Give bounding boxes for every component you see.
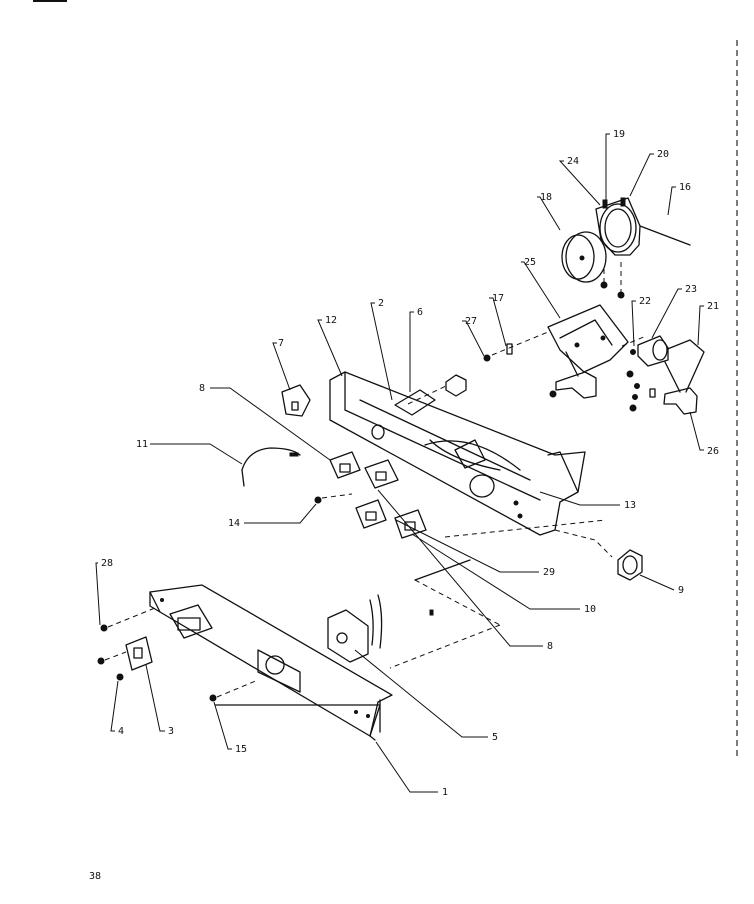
dashed-guides-center <box>389 519 607 669</box>
switches-8 <box>329 451 399 489</box>
callout-28: 28 <box>101 558 113 569</box>
leader-lines <box>95 133 704 793</box>
callout-18: 18 <box>540 192 552 203</box>
screws-lower <box>97 607 259 702</box>
callout-2: 2 <box>378 298 384 309</box>
callout-3: 3 <box>168 726 174 737</box>
switch-7 <box>281 384 311 417</box>
corner-mark <box>33 0 67 2</box>
callout-16: 16 <box>679 182 691 193</box>
callout-5: 5 <box>492 732 498 743</box>
front-panel-1 <box>149 584 393 741</box>
page-edge-mark <box>736 40 738 760</box>
callout-27: 27 <box>465 316 477 327</box>
callout-26: 26 <box>707 446 719 457</box>
callout-6: 6 <box>417 307 423 318</box>
callout-14: 14 <box>228 518 240 529</box>
callout-29: 29 <box>543 567 555 578</box>
callout-labels: 19 20 24 16 18 25 17 27 22 23 21 26 12 2… <box>101 129 719 798</box>
callout-8-upper: 8 <box>199 383 205 394</box>
knob-9 <box>554 529 643 581</box>
callout-1: 1 <box>442 787 448 798</box>
mounting-plate-25 <box>547 304 629 373</box>
callout-19: 19 <box>613 129 625 140</box>
callout-11: 11 <box>136 439 148 450</box>
callout-24: 24 <box>567 156 579 167</box>
door-arm-left <box>555 351 597 399</box>
screw-14 <box>314 493 353 504</box>
callout-22: 22 <box>639 296 651 307</box>
callout-20: 20 <box>657 149 669 160</box>
control-box-5 <box>327 594 383 663</box>
callout-12: 12 <box>325 315 337 326</box>
pulley-wheel-18 <box>561 231 607 283</box>
callout-4: 4 <box>118 726 124 737</box>
callout-7: 7 <box>278 338 284 349</box>
page-number: 38 <box>89 871 102 882</box>
control-housing-12 <box>329 371 586 536</box>
callout-23: 23 <box>685 284 697 295</box>
bracket-assembly-24 <box>595 197 691 299</box>
callout-21: 21 <box>707 301 719 312</box>
small-screws-right <box>483 331 656 412</box>
callout-8-lower: 8 <box>547 641 553 652</box>
callout-15: 15 <box>235 744 247 755</box>
callout-17: 17 <box>492 293 504 304</box>
door-arm-right-26 <box>659 339 705 415</box>
callout-13: 13 <box>624 500 636 511</box>
callout-9: 9 <box>678 585 684 596</box>
callout-25: 25 <box>524 257 536 268</box>
harness-wire-11 <box>241 447 301 487</box>
callout-10: 10 <box>584 604 596 615</box>
cap-fitting-6 <box>407 374 467 405</box>
solenoid-23 <box>637 335 669 367</box>
plug-3 <box>125 636 153 671</box>
